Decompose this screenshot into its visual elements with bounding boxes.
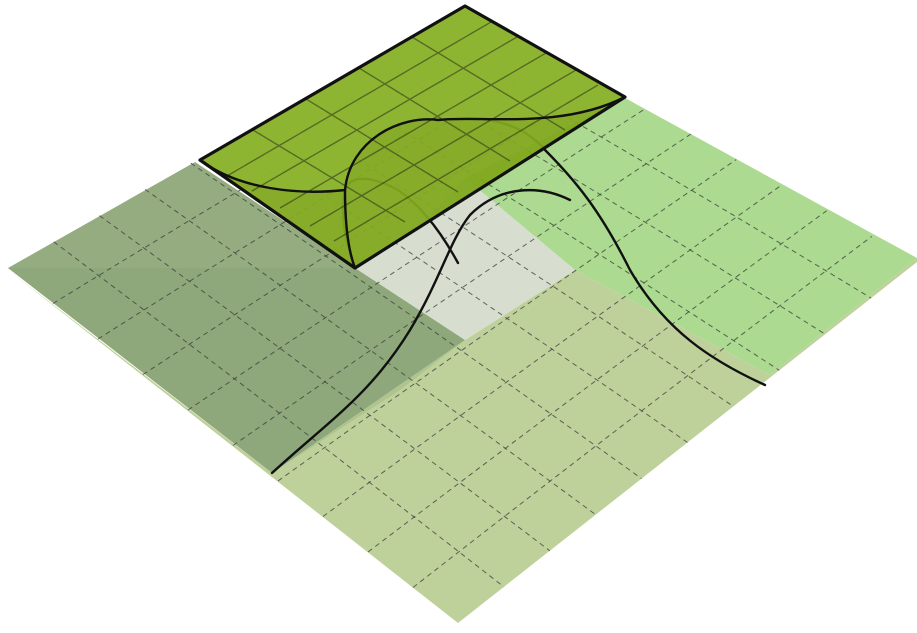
grid-line	[99, 215, 551, 552]
grid-line	[419, 31, 872, 299]
lid-outline	[198, 4, 627, 270]
grid-line	[232, 133, 692, 446]
base-plane	[8, 98, 917, 623]
lid-saddle	[200, 6, 625, 192]
base-left-region	[8, 162, 465, 473]
grid-line	[53, 241, 505, 588]
base-right-region	[465, 98, 917, 375]
grid-line	[373, 57, 826, 335]
grid-line	[190, 162, 642, 480]
grid-line	[144, 188, 596, 516]
base-front-region	[8, 258, 917, 623]
bump-front-curve	[270, 189, 572, 475]
base-center-region	[355, 178, 575, 340]
grid-line	[367, 210, 827, 553]
lid	[198, 4, 627, 270]
grid-line	[412, 236, 873, 588]
base-shade	[8, 268, 465, 473]
lid-side-curve	[343, 188, 357, 270]
lid-grid	[226, 21, 599, 242]
lid-saddle-curve	[198, 95, 627, 193]
grid-line	[322, 184, 782, 517]
